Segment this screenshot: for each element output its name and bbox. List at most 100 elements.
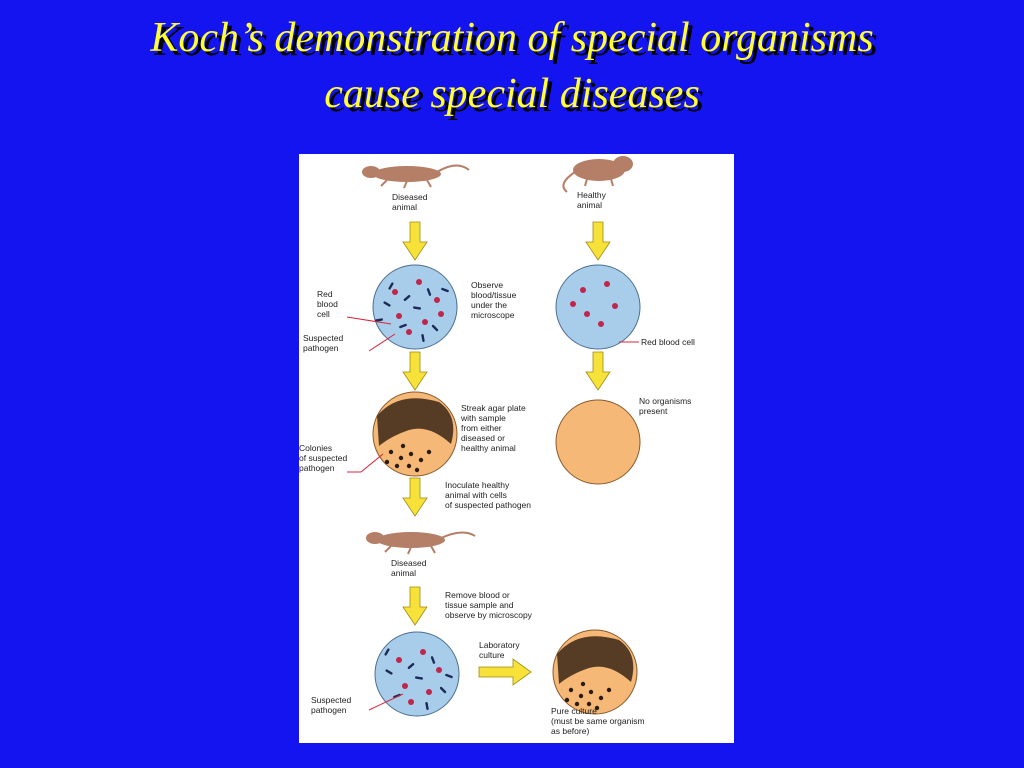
down-arrow-icon [585,351,611,391]
label-red-blood-cell-line: cell [317,309,330,319]
colony-icon [578,693,584,699]
pathogen-icon [439,686,447,694]
label-remove-sample-line: tissue sample and [445,600,514,610]
pathogen-icon [388,282,394,290]
pathogen-icon [375,318,383,322]
pathogen-icon [425,702,429,710]
label-diseased-animal-line: Diseased [392,192,428,202]
colony-icon [406,463,412,469]
colony-icon [598,695,604,701]
label-inoculate-line: Inoculate healthy [445,480,510,490]
colony-icon [574,701,580,707]
label-inoculate-line: of suspected pathogen [445,500,531,510]
red-blood-cell-icon [406,329,412,335]
pathogen-icon [426,288,432,296]
label-no-organisms-line: present [639,406,668,416]
colony-icon [418,457,424,463]
colony-icon [388,449,394,455]
red-blood-cell-icon [612,303,618,309]
pathogen-icon [421,334,425,342]
red-blood-cell-icon [426,689,432,695]
label-suspected-pathogen-line: pathogen [303,343,339,353]
no-organisms-agar-plate [555,399,641,485]
pointer-lines [346,316,639,711]
red-blood-cell-icon [422,319,428,325]
label-observe-microscope-line: Observe [471,280,503,290]
pathogen-icon [413,306,421,310]
pathogen-icon [403,295,411,301]
colony-icon [384,459,390,465]
colony-icon [414,467,420,473]
red-blood-cell-icon [408,699,414,705]
label-red-blood-cell-line: blood [317,299,338,309]
pathogen-icon [415,676,423,680]
label-red-blood-cell-line: Red [317,289,333,299]
label-diseased-animal-line: animal [392,202,417,212]
red-blood-cell-icon [584,311,590,317]
final-blood-dish [374,631,460,717]
colony-icon [606,687,612,693]
pathogen-icon [441,287,449,293]
colony-icon [400,443,406,449]
pure-culture-agar-plate [552,629,638,715]
red-blood-cell-icon [392,289,398,295]
red-blood-cell-icon [436,667,442,673]
label-inoculate-line: animal with cells [445,490,507,500]
label-laboratory-culture-line: culture [479,650,505,660]
label-pure-culture-line: Pure culture [551,706,597,716]
red-blood-cell-icon [396,657,402,663]
red-blood-cell-icon [396,313,402,319]
down-arrow-icon [402,477,428,517]
diseased-mouse-icon [362,164,470,189]
label-streak-agar-plate-line: Streak agar plate [461,403,526,413]
label-suspected-pathogen-2-line: pathogen [311,705,347,715]
diseased-mouse-icon-2 [366,531,476,555]
label-streak-agar-plate-line: with sample [460,413,506,423]
label-suspected-pathogen-line: Suspected [303,333,343,343]
label-colonies-line: pathogen [299,463,335,473]
label-red-blood-cell-right-line: Red blood cell [641,337,695,347]
down-arrow-icon [402,586,428,626]
label-observe-microscope-line: under the [471,300,507,310]
colony-icon [568,687,574,693]
label-streak-agar-plate-line: healthy animal [461,443,516,453]
down-arrow-icon [402,351,428,391]
red-blood-cell-icon [438,311,444,317]
down-arrow-icon [585,221,611,261]
colony-icon [398,455,404,461]
label-healthy-animal-line: Healthy [577,190,607,200]
pathogen-icon [445,673,453,679]
colony-icon [580,681,586,687]
colony-icon [408,451,414,457]
diseased-blood-dish [372,264,458,350]
label-no-organisms-line: No organisms [639,396,691,406]
label-pure-culture-line: as before) [551,726,589,736]
label-laboratory-culture-line: Laboratory [479,640,520,650]
down-arrow-icon [402,221,428,261]
colony-icon [564,697,570,703]
healthy-blood-dish [555,264,641,350]
label-streak-agar-plate-line: from either [461,423,502,433]
colony-icon [594,705,600,711]
pathogen-icon [399,323,407,329]
label-observe-microscope-line: microscope [471,310,515,320]
red-blood-cell-icon [604,281,610,287]
title-line-2: cause special diseases [324,71,700,117]
right-arrow-icon [478,658,532,686]
pathogen-icon [384,648,390,656]
label-colonies-line: of suspected [299,453,347,463]
colony-icon [426,449,432,455]
pathogen-icon [393,693,401,699]
red-blood-cell-icon [416,279,422,285]
healthy-mouse-icon [562,156,633,193]
label-diseased-animal-2-line: Diseased [391,558,427,568]
